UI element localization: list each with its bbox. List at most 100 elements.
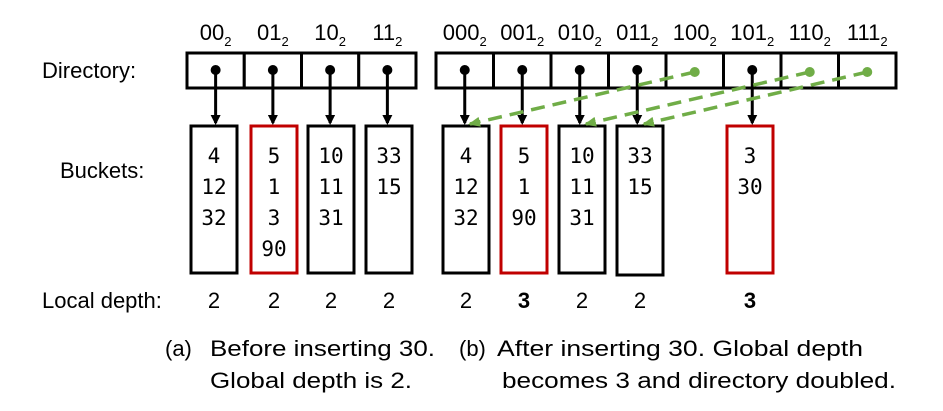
index-bits: 100 [673,20,710,45]
bucket [364,124,414,275]
bucket-value: 12 [201,175,226,199]
pointer-dot [804,67,815,77]
pointer-dot [459,65,470,75]
bucket [189,124,239,275]
pointer-dot [747,65,758,75]
index-bits: 101 [730,20,767,45]
directory-index-label: 0002 [443,20,487,49]
bucket-value: 11 [318,175,343,199]
new-pointer-arrow [584,70,811,127]
directory-index-label: 0012 [500,20,544,49]
pointer-dot [210,65,221,75]
bucket-value: 1 [518,175,531,199]
bucket [557,124,607,275]
caption-b-line2: becomes 3 and directory doubled. [502,368,896,393]
index-bits: 00 [200,20,224,45]
bucket-value: 5 [518,144,531,168]
bucket [615,124,665,277]
index-bits: 10 [314,20,338,45]
bucket-value: 90 [261,237,286,261]
caption-b-marker: (b) [459,336,486,361]
index-bits: 010 [558,20,595,45]
caption-b: (b) After inserting 30. Global depth bec… [459,336,896,393]
pointer-dot [325,65,336,75]
bucket-value: 3 [268,206,281,230]
bucket-value: 33 [627,144,652,168]
pointer-dot [862,67,873,77]
directory-index-label: 102 [314,20,346,49]
bucket-value: 10 [569,144,594,168]
local-depth-value: 2 [634,288,646,313]
caption-b-line1: After inserting 30. Global depth [497,336,863,361]
directory-index-label: 1012 [730,20,774,49]
local-depth-label: Local depth: [42,288,162,313]
pointer-dot [267,65,278,75]
index-bits: 000 [443,20,480,45]
index-base-subscript: 2 [282,34,289,49]
local-depth-value: 2 [460,288,472,313]
local-depth-value: 2 [576,288,588,313]
directory-label: Directory: [42,58,136,83]
index-bits: 110 [789,20,824,45]
caption-a-line1: Before inserting 30. [210,336,435,361]
bucket [441,124,491,275]
bucket-value: 3 [744,144,757,168]
pointer-dot [382,65,393,75]
new-pointer-arrow [468,70,696,127]
bucket-value: 33 [376,144,401,168]
split-bucket [249,124,299,275]
split-bucket [499,124,549,275]
index-bits: 11 [372,20,395,45]
index-base-subscript: 2 [339,34,346,49]
index-base-subscript: 2 [594,34,601,49]
bucket-value: 4 [460,144,473,168]
local-depth-value: 3 [518,288,530,313]
index-base-subscript: 2 [537,34,544,49]
index-bits: 011 [616,20,651,45]
local-depth-value: 2 [268,288,280,313]
bucket-value: 4 [208,144,221,168]
directory-index-label: 0102 [558,20,602,49]
index-base-subscript: 2 [224,34,231,49]
bucket-value: 5 [268,144,281,168]
directory-index-label: 012 [257,20,289,49]
pointer-dot [632,65,643,75]
local-depth-value: 2 [325,288,337,313]
index-bits: 001 [500,20,537,45]
index-base-subscript: 2 [824,34,831,49]
bucket-value: 10 [318,144,343,168]
local-depth-value: 2 [208,288,220,313]
bucket-value: 15 [627,175,652,199]
bucket-value: 31 [318,206,343,230]
index-base-subscript: 2 [395,34,402,49]
bucket-value: 30 [737,175,762,199]
local-depth-value: 2 [383,288,395,313]
index-base-subscript: 2 [709,34,716,49]
bucket-value: 31 [569,206,594,230]
index-base-subscript: 2 [880,34,887,49]
index-base-subscript: 2 [651,34,658,49]
bucket-value: 11 [569,175,594,199]
bucket-value: 1 [268,175,281,199]
index-base-subscript: 2 [479,34,486,49]
index-bits: 111 [847,20,880,45]
bucket-value: 90 [511,206,536,230]
local-depth-value: 3 [744,288,756,313]
directory-index-label: 002 [200,20,232,49]
directory-index-label: 1102 [789,20,831,49]
pointer-dot [517,65,528,75]
index-base-subscript: 2 [767,34,774,49]
directory-slot [837,51,898,90]
bucket-value: 12 [453,175,478,199]
caption-a-line2: Global depth is 2. [210,368,412,393]
directory-index-label: 112 [372,20,402,49]
index-bits: 01 [257,20,281,45]
caption-a: (a) Before inserting 30. Global depth is… [165,336,435,393]
bucket [306,124,356,275]
directory-index-label: 1002 [673,20,717,49]
bucket-value: 32 [201,206,226,230]
